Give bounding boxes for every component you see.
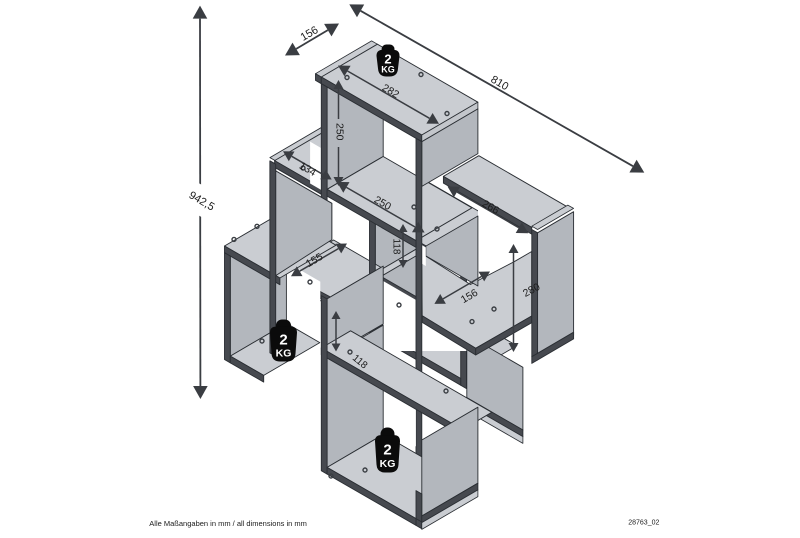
svg-text:118: 118 (391, 239, 402, 255)
svg-text:2: 2 (279, 332, 287, 349)
svg-text:KG: KG (276, 348, 292, 360)
svg-text:250: 250 (334, 123, 346, 141)
svg-text:Alle Maßangaben in mm / all di: Alle Maßangaben in mm / all dimensions i… (149, 519, 307, 528)
svg-text:KG: KG (381, 65, 395, 75)
svg-text:2: 2 (383, 442, 391, 459)
svg-text:28763_02: 28763_02 (628, 520, 659, 527)
svg-text:KG: KG (380, 458, 396, 470)
